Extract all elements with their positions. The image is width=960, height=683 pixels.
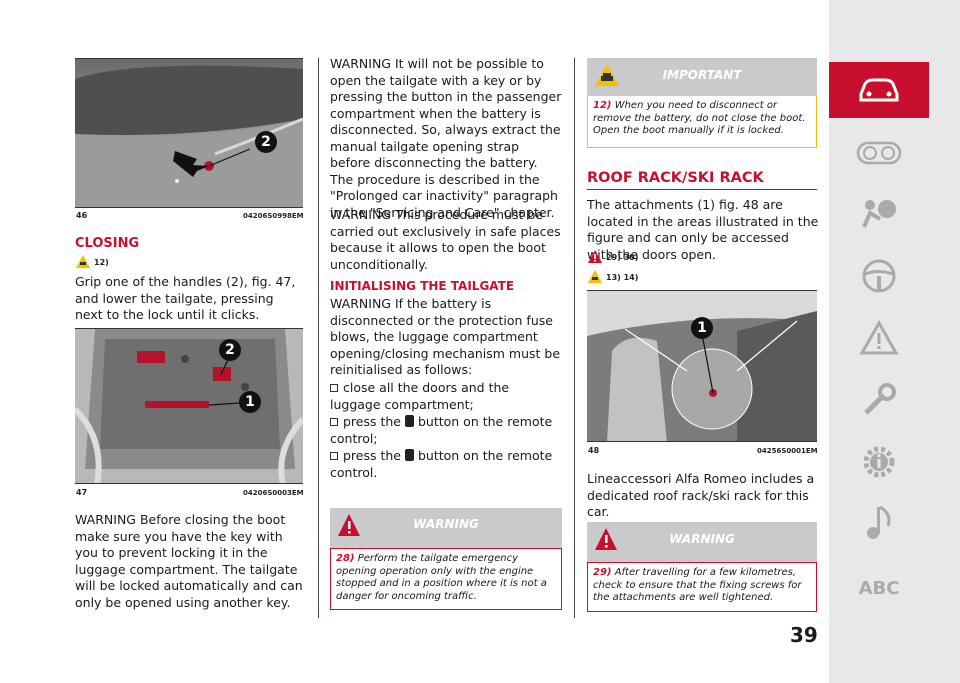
important-car-icon bbox=[588, 270, 602, 285]
roof-rack-text: The attachments (1) fig. 48 are located … bbox=[587, 197, 819, 262]
warning-box-29-header: WARNING bbox=[587, 522, 817, 562]
init-step-2: press the button on the remote control; bbox=[330, 414, 562, 447]
closing-refs: 12) bbox=[76, 255, 109, 270]
music-icon bbox=[867, 505, 891, 539]
roof-rack-title-underline bbox=[587, 189, 817, 190]
warning-box-28-title: WARNING bbox=[413, 517, 479, 531]
figure-47-code: 04206S0003EM bbox=[243, 489, 304, 497]
sidebar-item-warning[interactable] bbox=[829, 310, 929, 366]
settings-info-icon bbox=[863, 446, 895, 478]
figure-48-number: 48 bbox=[588, 446, 600, 455]
sidebar-item-steering[interactable] bbox=[829, 248, 929, 304]
closing-title: CLOSING bbox=[75, 236, 140, 251]
important-box-12-title: IMPORTANT bbox=[662, 68, 742, 82]
warning-triangle-icon bbox=[595, 528, 617, 563]
checkbox-bullet-icon bbox=[330, 384, 338, 392]
important-box-12-body: 12) When you need to disconnect or remov… bbox=[587, 96, 817, 148]
figure-46-photo: 2 bbox=[75, 58, 303, 208]
warning-triangle-icon bbox=[338, 514, 360, 548]
init-step-1: close all the doors and the luggage comp… bbox=[330, 380, 562, 413]
init-step-3: press the button on the remote control. bbox=[330, 448, 562, 481]
important-box-12-num: 12) bbox=[593, 100, 612, 111]
figure-47-callout-2: 2 bbox=[219, 339, 241, 361]
airbag-icon bbox=[862, 200, 896, 228]
warning-box-28-text: Perform the tailgate emergency opening o… bbox=[336, 553, 547, 602]
warning-closing-text: WARNING Before closing the boot make sur… bbox=[75, 512, 303, 610]
index-abc-label: ABC bbox=[858, 577, 900, 599]
figure-48-photo: 1 bbox=[587, 290, 817, 442]
init-step-1-text: close all the doors and the luggage comp… bbox=[330, 380, 510, 412]
init-step-2-pre: press the bbox=[343, 414, 402, 429]
sidebar-item-technical[interactable] bbox=[829, 434, 929, 490]
tailgate-illustration bbox=[75, 65, 303, 207]
sidebar-item-servicing[interactable] bbox=[829, 372, 929, 428]
figure-47-photo: 2 1 bbox=[75, 328, 303, 484]
roof-rack-text-2: Lineaccessori Alfa Romeo includes a dedi… bbox=[587, 471, 815, 519]
unlock-tailgate-key-icon bbox=[405, 415, 414, 427]
sidebar-item-gauges[interactable] bbox=[829, 125, 929, 181]
init-step-3-pre: press the bbox=[343, 448, 402, 463]
roof-warning-refs-text: 29) 30) bbox=[606, 253, 639, 262]
figure-48-callout-1: 1 bbox=[691, 317, 713, 339]
warning-box-28-num: 28) bbox=[336, 553, 355, 564]
figure-46-code: 04206S0998EM bbox=[243, 212, 304, 220]
door-frame-illustration bbox=[587, 291, 817, 441]
car-icon bbox=[859, 78, 899, 102]
figure-47-callout-1: 1 bbox=[239, 391, 261, 413]
sidebar-item-multimedia[interactable] bbox=[829, 494, 929, 550]
figure-46-number: 46 bbox=[76, 211, 88, 220]
important-car-icon bbox=[76, 255, 90, 270]
page-number: 39 bbox=[790, 623, 818, 647]
warning-icon bbox=[859, 320, 899, 355]
init-step-3-post: button on the remote control. bbox=[330, 448, 553, 480]
unlock-tailgate-key-icon bbox=[405, 449, 414, 461]
warning-box-29-body: 29) After travelling for a few kilometre… bbox=[587, 562, 817, 612]
checkbox-bullet-icon bbox=[330, 418, 338, 426]
warning-box-29-text: After travelling for a few kilometres, c… bbox=[593, 567, 802, 603]
init-text: WARNING If the battery is disconnected o… bbox=[330, 296, 561, 377]
roof-rack-title: ROOF RACK/SKI RACK bbox=[587, 170, 764, 186]
steering-wheel-icon bbox=[862, 259, 896, 293]
checkbox-bullet-icon bbox=[330, 452, 338, 460]
column-divider-1 bbox=[318, 58, 319, 618]
warning-strap-text: WARNING This procedure must be carried o… bbox=[330, 207, 561, 272]
sidebar-item-airbag[interactable] bbox=[829, 186, 929, 242]
warning-box-28-body: 28) Perform the tailgate emergency openi… bbox=[330, 548, 562, 610]
figure-48-code: 04256S0001EM bbox=[757, 447, 818, 455]
figure-46-callout-2: 2 bbox=[255, 131, 277, 153]
roof-warning-refs: 29) 30) bbox=[588, 250, 638, 265]
warning-triangle-icon bbox=[588, 250, 602, 265]
boot-lid-illustration bbox=[75, 329, 303, 483]
figure-47-number: 47 bbox=[76, 488, 88, 497]
closing-text: Grip one of the handles (2), fig. 47, an… bbox=[75, 274, 296, 322]
warning-battery-text: WARNING It will not be possible to open … bbox=[330, 56, 562, 220]
important-box-12-header: IMPORTANT bbox=[587, 58, 817, 96]
column-divider-2 bbox=[574, 58, 575, 618]
wrench-icon bbox=[864, 383, 896, 415]
sidebar-item-car[interactable] bbox=[829, 62, 929, 118]
important-car-icon bbox=[595, 64, 619, 99]
init-step-2-post: button on the remote control; bbox=[330, 414, 553, 446]
closing-refs-text: 12) bbox=[94, 258, 109, 267]
gauges-icon bbox=[856, 141, 902, 165]
roof-important-refs-text: 13) 14) bbox=[606, 273, 639, 282]
important-box-12-text: When you need to disconnect or remove th… bbox=[593, 100, 806, 136]
init-title: INITIALISING THE TAILGATE bbox=[330, 279, 515, 293]
warning-box-29-title: WARNING bbox=[669, 532, 735, 546]
roof-important-refs: 13) 14) bbox=[588, 270, 638, 285]
sidebar-item-index[interactable]: ABC bbox=[829, 560, 929, 616]
warning-box-29-num: 29) bbox=[593, 567, 612, 578]
warning-box-28-header: WARNING bbox=[330, 508, 562, 548]
